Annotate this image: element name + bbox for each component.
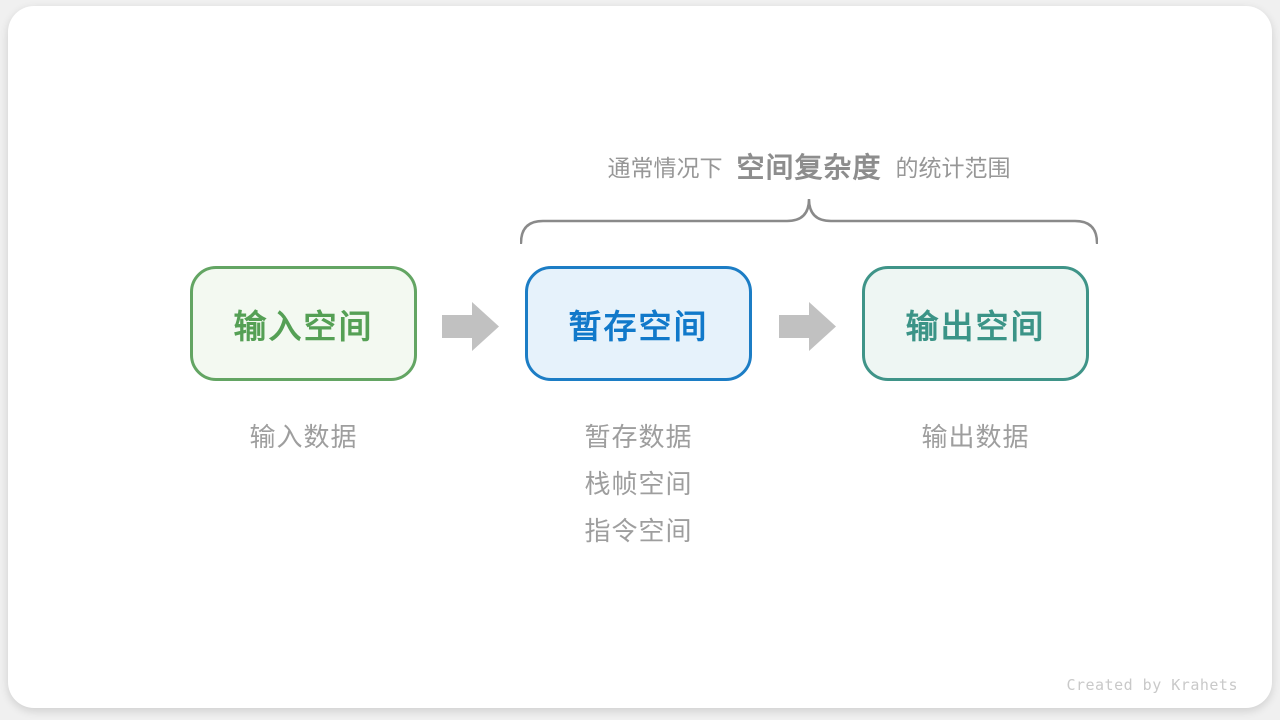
box-output-space-label: 输出空间: [905, 307, 1046, 345]
sublabels-temporary-space: 暂存数据 栈帧空间 指令空间: [525, 422, 752, 546]
sublabel: 暂存数据: [584, 422, 693, 452]
annotation-prefix: 通常情况下: [607, 155, 723, 181]
box-temporary-space-label: 暂存空间: [568, 307, 709, 345]
sublabel: 输入数据: [249, 422, 358, 452]
curly-brace-icon: [520, 198, 1098, 244]
watermark-credit: Created by Krahets: [1066, 676, 1238, 694]
box-temporary-space: 暂存空间: [525, 266, 752, 381]
sublabel: 指令空间: [584, 516, 693, 546]
arrow-right-icon: [442, 302, 499, 351]
annotation-suffix: 的统计范围: [895, 155, 1011, 181]
box-input-space-label: 输入空间: [233, 307, 374, 345]
sublabels-output-space: 输出数据: [862, 422, 1089, 452]
box-output-space: 输出空间: [862, 266, 1089, 381]
box-input-space: 输入空间: [190, 266, 417, 381]
arrow-right-icon: [779, 302, 836, 351]
sublabel: 栈帧空间: [584, 469, 693, 499]
scope-annotation: 通常情况下 空间复杂度 的统计范围: [520, 146, 1098, 186]
annotation-highlight: 空间复杂度: [736, 152, 882, 183]
sublabels-input-space: 输入数据: [190, 422, 417, 452]
sublabel: 输出数据: [921, 422, 1030, 452]
